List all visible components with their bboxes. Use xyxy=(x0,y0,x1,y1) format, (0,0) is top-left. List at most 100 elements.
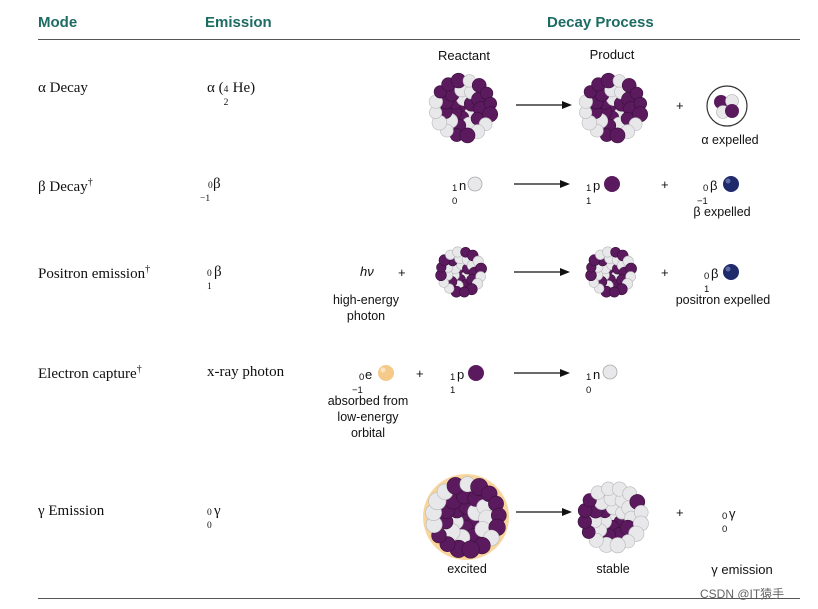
emission-alpha-mass: 4 xyxy=(223,85,229,95)
emission-beta-symbol: β xyxy=(213,176,221,192)
arrow-beta xyxy=(514,180,570,188)
label-gamma-emission: γ emission xyxy=(711,562,773,577)
neutron-sphere xyxy=(609,537,626,554)
mode-positron-dagger: † xyxy=(145,264,151,275)
positron-expelled-symbol: β xyxy=(711,266,719,281)
capture-proton-symbol: p xyxy=(457,367,465,382)
label-absorbed-from: absorbed from xyxy=(327,394,409,408)
arrow-capture xyxy=(514,369,570,377)
mode-gamma-emission: γ Emission xyxy=(38,503,105,519)
beta-proton-atomic: 1 xyxy=(586,196,592,207)
electron-icon xyxy=(378,365,394,381)
header-emission: Emission xyxy=(205,14,272,31)
plus-electron: + xyxy=(416,366,424,381)
alpha-product-nucleus xyxy=(578,72,648,144)
emission-alpha-symbol: He) xyxy=(232,80,256,96)
positron-particle-icon xyxy=(723,264,739,280)
positron-expelled-mass: 0 xyxy=(704,271,710,282)
beta-neutron-symbol: n xyxy=(459,178,467,193)
beta-expelled-atomic: −1 xyxy=(697,196,708,207)
mode-alpha-decay: α Decay xyxy=(38,80,88,96)
beta-particle-icon xyxy=(723,176,739,192)
emission-gamma-symbol: γ xyxy=(214,503,221,519)
emission-gamma-mass: 0 xyxy=(207,508,212,518)
beta-expelled-symbol: β xyxy=(710,178,718,193)
beta-neutron-atomic: 0 xyxy=(452,196,458,207)
footer-rule xyxy=(38,598,800,599)
capture-proton-atomic: 1 xyxy=(450,385,456,396)
proton-icon-capture xyxy=(468,365,484,381)
arrow-positron xyxy=(514,268,570,276)
photon-symbol: hν xyxy=(360,264,374,279)
beta-expelled-mass: 0 xyxy=(703,183,709,194)
emission-alpha-prefix: α ( xyxy=(207,80,224,96)
label-high-energy: high-energy xyxy=(332,293,399,307)
gamma-stable-nucleus xyxy=(577,481,649,554)
arrow-alpha xyxy=(516,101,572,109)
capture-neutron-atomic: 0 xyxy=(586,385,592,396)
emission-beta-atomic: −1 xyxy=(200,194,211,204)
capture-neutron-mass: 1 xyxy=(586,372,592,383)
neutron-icon-capture xyxy=(602,364,618,380)
plus-positron-2: + xyxy=(661,265,669,280)
header-mode: Mode xyxy=(38,14,78,31)
mode-positron-emission: Positron emission† xyxy=(38,264,150,283)
emission-gamma-atomic: 0 xyxy=(207,521,212,531)
emission-xray: x-ray photon xyxy=(207,364,285,380)
arrow-gamma xyxy=(516,508,572,516)
plus-gamma: + xyxy=(676,505,684,520)
electron-mass: 0 xyxy=(359,372,365,383)
positron-expelled-atomic: 1 xyxy=(704,284,710,295)
proton-sphere xyxy=(609,127,626,144)
label-stable: stable xyxy=(596,562,630,576)
watermark: CSDN @IT猿手 xyxy=(700,587,785,601)
gamma-mass: 0 xyxy=(722,511,728,522)
plus-positron-1: + xyxy=(398,265,406,280)
beta-neutron-mass: 1 xyxy=(452,183,458,194)
mode-beta-decay-label: β Decay xyxy=(38,179,88,195)
mode-positron-label: Positron emission xyxy=(38,266,146,282)
neutron-icon xyxy=(467,176,483,192)
header-rule xyxy=(38,39,800,40)
emission-positron-mass: 0 xyxy=(207,269,212,279)
label-orbital: orbital xyxy=(350,426,386,440)
alpha-reactant-nucleus xyxy=(428,72,498,144)
electron-atomic: −1 xyxy=(352,385,363,396)
emission-positron-atomic: 1 xyxy=(207,282,212,292)
plus-alpha: + xyxy=(676,98,684,113)
header-decay-process: Decay Process xyxy=(547,14,654,31)
proton-sphere xyxy=(608,286,620,298)
gamma-symbol: γ xyxy=(729,506,736,521)
mode-beta-decay: β Decay† xyxy=(38,177,93,196)
label-low-energy: low-energy xyxy=(337,410,399,424)
label-product: Product xyxy=(589,47,635,62)
emission-beta-mass: 0 xyxy=(208,181,213,191)
beta-proton-mass: 1 xyxy=(586,183,592,194)
mode-electron-capture-dagger: † xyxy=(136,364,142,375)
proton-icon xyxy=(604,176,620,192)
mode-electron-capture: Electron capture† xyxy=(38,364,142,383)
gamma-excited-nucleus xyxy=(423,474,509,560)
label-alpha-expelled: α expelled xyxy=(701,133,759,147)
plus-beta: + xyxy=(661,177,669,192)
beta-proton-symbol: p xyxy=(593,178,601,193)
positron-product-nucleus xyxy=(585,246,637,298)
label-photon: photon xyxy=(346,309,386,323)
mode-electron-capture-label: Electron capture xyxy=(38,366,137,382)
gamma-atomic: 0 xyxy=(722,524,728,535)
capture-proton-mass: 1 xyxy=(450,372,456,383)
positron-reactant-nucleus xyxy=(435,246,487,298)
capture-neutron-symbol: n xyxy=(593,367,601,382)
